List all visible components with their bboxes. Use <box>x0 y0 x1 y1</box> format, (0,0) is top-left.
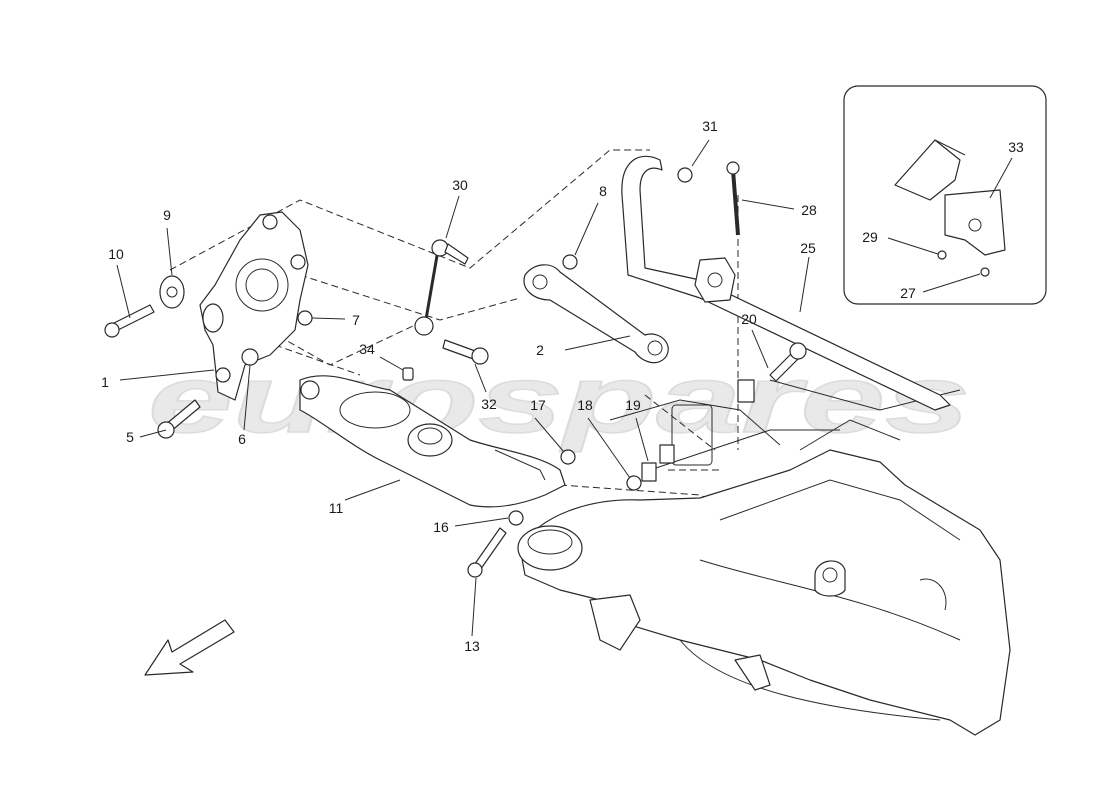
callout-6: 6 <box>238 431 246 447</box>
nut-6 <box>241 348 259 366</box>
nut-31 <box>677 167 693 183</box>
nut-8 <box>562 254 578 270</box>
lower-control-arm <box>299 375 566 508</box>
callout-2: 2 <box>536 342 544 358</box>
callout-8: 8 <box>599 183 607 199</box>
callout-1: 1 <box>101 374 109 390</box>
nut-17 <box>560 449 576 465</box>
callout-30: 30 <box>452 177 468 193</box>
watermark: eurospares <box>148 346 970 453</box>
callout-10: 10 <box>108 246 124 262</box>
callout-25: 25 <box>800 240 816 256</box>
plate-20 <box>737 379 755 403</box>
callout-20: 20 <box>741 311 757 327</box>
washer-9 <box>159 275 185 309</box>
callout-5: 5 <box>126 429 134 445</box>
callout-11: 11 <box>329 500 344 516</box>
inset-detail <box>843 85 1047 305</box>
wheel-carrier <box>199 211 309 401</box>
callout-17: 17 <box>530 397 546 413</box>
bolt-28 <box>726 161 740 175</box>
callout-31: 31 <box>702 118 718 134</box>
stabilizer-bar <box>621 155 951 411</box>
fasteners <box>104 161 807 578</box>
callout-13: 13 <box>464 638 480 654</box>
nut-18 <box>626 475 642 491</box>
callout-33: 33 <box>1008 139 1024 155</box>
callout-29: 29 <box>862 229 878 245</box>
callout-19: 19 <box>625 397 641 413</box>
callout-32: 32 <box>481 396 497 412</box>
callout-28: 28 <box>801 202 817 218</box>
callout-27: 27 <box>900 285 916 301</box>
callout-labels: 1 2 5 6 7 8 9 10 11 13 16 17 18 19 20 25… <box>101 118 1024 654</box>
washer-19 <box>641 462 657 482</box>
callout-9: 9 <box>163 207 171 223</box>
rear-subframe <box>517 379 1011 736</box>
leader-lines <box>116 139 1013 637</box>
callout-18: 18 <box>577 397 593 413</box>
callout-16: 16 <box>433 519 449 535</box>
upper-control-arm <box>523 264 669 364</box>
plug-34 <box>402 367 414 381</box>
arrow-down-left-icon <box>144 619 235 676</box>
stabilizer-link <box>414 239 469 336</box>
nut-7 <box>297 310 313 326</box>
washer-16 <box>508 510 524 526</box>
callout-34: 34 <box>359 341 375 357</box>
callout-7: 7 <box>352 312 360 328</box>
